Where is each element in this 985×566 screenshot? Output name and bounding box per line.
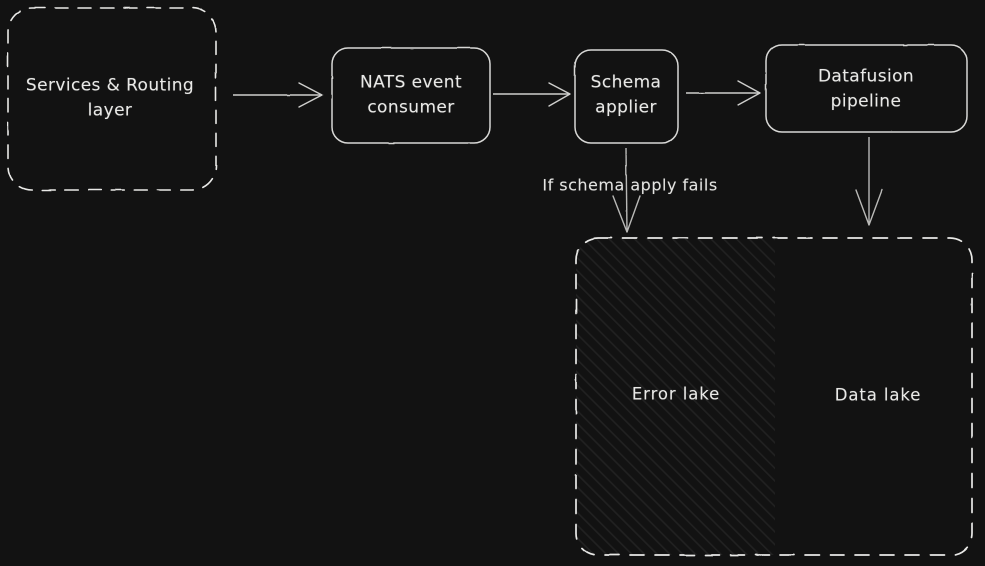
lake-label-error-lake: Error lake (631, 384, 721, 404)
edge-services-to-nats (233, 82, 323, 108)
node-schema-applier[interactable] (574, 49, 679, 144)
error-lake-hatch-fill (576, 238, 775, 555)
edge-schema-to-datafusion (686, 80, 761, 106)
node-services-routing-layer[interactable] (7, 7, 217, 191)
edge-nats-to-schema (493, 82, 571, 107)
edge-datafusion-to-data-lake (855, 137, 883, 226)
lake-label-data-lake: Data lake (834, 385, 922, 405)
lake-container-border[interactable] (575, 237, 973, 556)
edge-schema-to-error-lake (612, 147, 641, 233)
node-datafusion-pipeline[interactable] (765, 44, 968, 133)
edge-label-if-schema-apply-fails: If schema apply fails (542, 175, 718, 195)
node-nats-event-consumer[interactable] (331, 47, 491, 144)
